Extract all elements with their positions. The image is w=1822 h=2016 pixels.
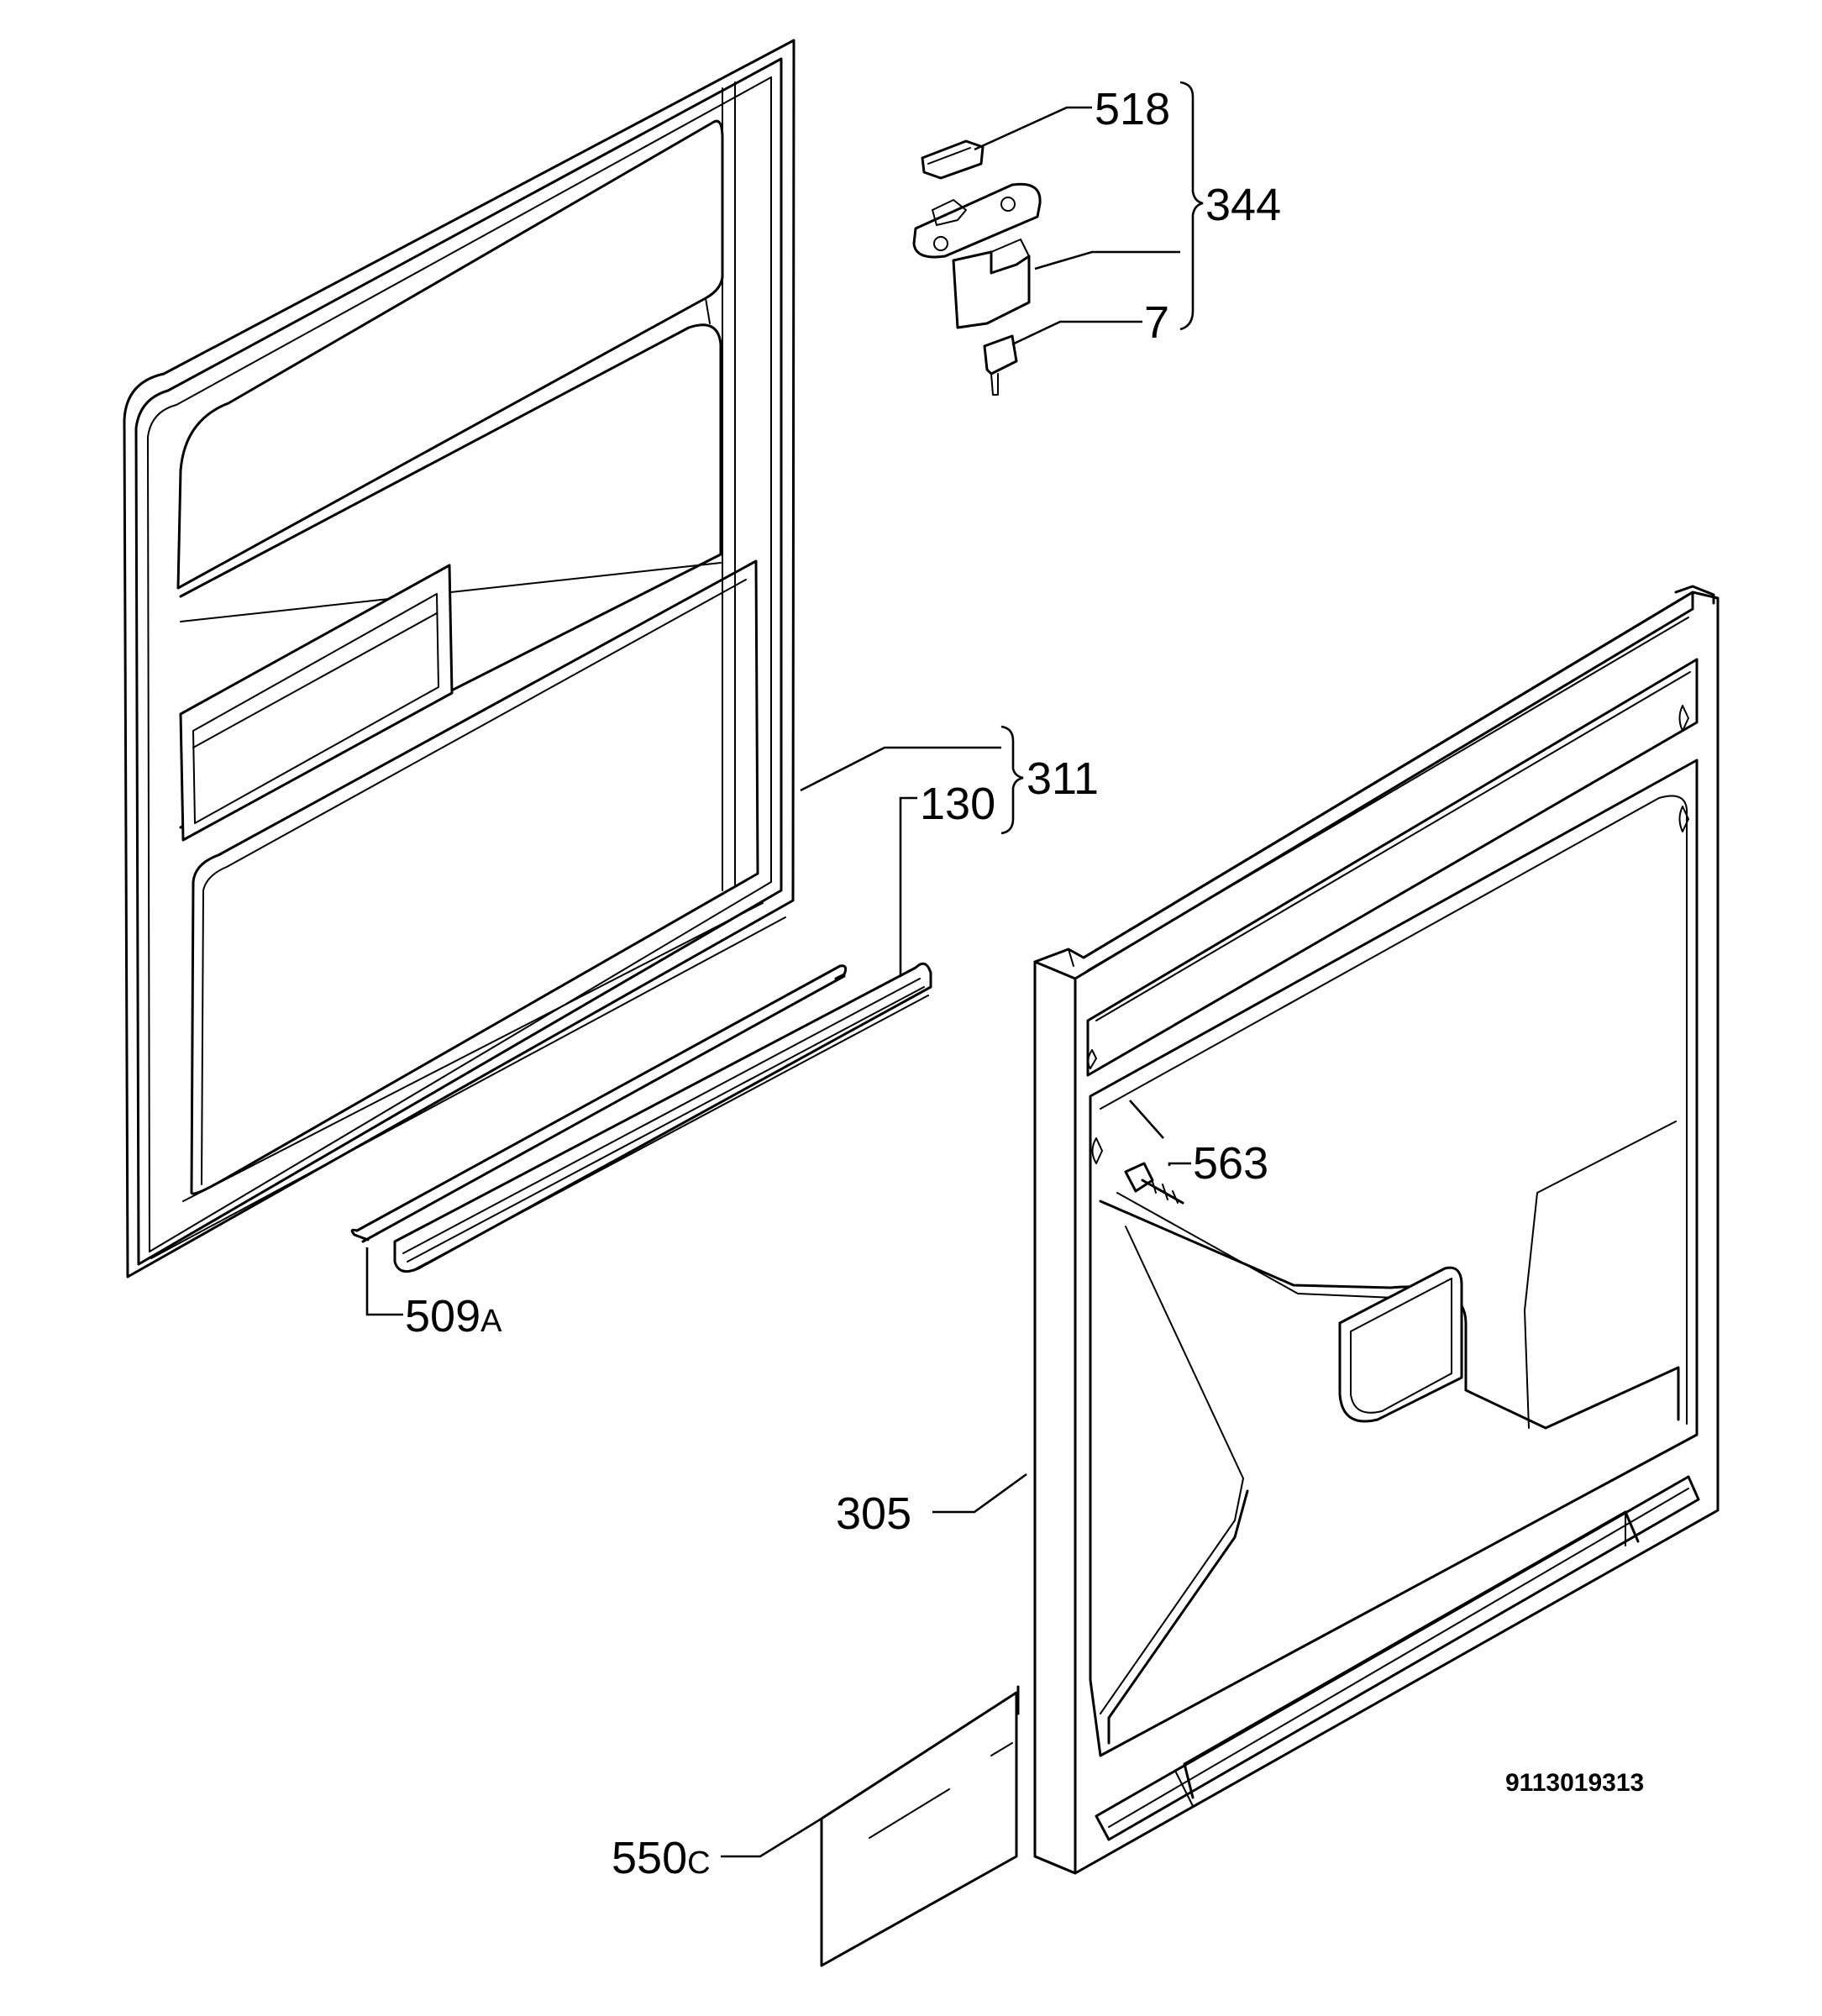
label-344: 344 — [1205, 180, 1281, 230]
screw-563 — [1124, 1162, 1184, 1205]
door-gasket-130 — [393, 962, 932, 1273]
door-latch — [912, 182, 1042, 329]
label-550c: 550C — [612, 1833, 711, 1883]
label-311: 311 — [1027, 753, 1099, 804]
latch-cap-518 — [921, 139, 985, 180]
cover-plate-550c — [820, 1685, 1020, 1967]
label-563: 563 — [1193, 1138, 1268, 1189]
inner-door-panel — [123, 39, 795, 1278]
outer-door-panel-305 — [1033, 585, 1720, 1875]
label-509a: 509A — [405, 1291, 502, 1341]
label-305: 305 — [836, 1488, 911, 1539]
latch-switch-7 — [983, 334, 1018, 396]
leader-lines — [365, 81, 1204, 1858]
label-130: 130 — [920, 779, 995, 829]
label-518: 518 — [1095, 84, 1170, 134]
part-labels: 518 344 7 311 130 509A 563 305 550C 9113… — [405, 84, 1644, 1883]
label-7: 7 — [1144, 297, 1169, 348]
gasket-rod-509a — [350, 964, 848, 1243]
reference-number: 9113019313 — [1505, 1769, 1644, 1797]
